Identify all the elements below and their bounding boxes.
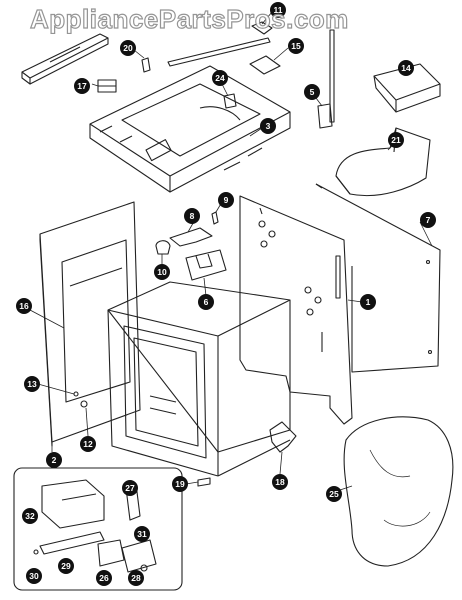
washer-part-12 (80, 400, 88, 408)
inset-box (13, 467, 183, 591)
callout-30[interactable]: 30 (26, 568, 42, 584)
callout-21[interactable]: 21 (388, 132, 404, 148)
svg-text:6: 6 (204, 297, 209, 307)
svg-text:13: 13 (27, 379, 37, 389)
callout-26[interactable]: 26 (96, 570, 112, 586)
svg-text:29: 29 (61, 561, 71, 571)
svg-text:21: 21 (391, 135, 401, 145)
watermark: AppliancePartsPros.com (29, 3, 349, 34)
screw-part-9 (211, 211, 219, 225)
callout-27[interactable]: 27 (122, 480, 138, 496)
callout-2[interactable]: 2 (46, 452, 62, 468)
callout-11[interactable]: 11 (270, 2, 286, 18)
callout-12[interactable]: 12 (80, 436, 96, 452)
duct-part-21 (335, 127, 431, 197)
valve-part-5 (317, 29, 335, 129)
svg-text:1: 1 (366, 297, 371, 307)
svg-text:8: 8 (190, 211, 195, 221)
svg-text:10: 10 (157, 267, 167, 277)
callout-28[interactable]: 28 (128, 570, 144, 586)
callout-13[interactable]: 13 (24, 376, 40, 392)
svg-text:32: 32 (25, 511, 35, 521)
callout-29[interactable]: 29 (58, 558, 74, 574)
svg-text:19: 19 (175, 479, 185, 489)
callout-9[interactable]: 9 (218, 192, 234, 208)
svg-text:14: 14 (401, 63, 411, 73)
callout-20[interactable]: 20 (120, 40, 136, 56)
callout-1[interactable]: 1 (360, 294, 376, 310)
screw-part-19 (197, 477, 211, 487)
svg-text:16: 16 (19, 301, 29, 311)
callout-10[interactable]: 10 (154, 264, 170, 280)
plate-part-15 (249, 55, 281, 75)
svg-text:12: 12 (83, 439, 93, 449)
door-frame (39, 201, 141, 447)
svg-text:3: 3 (266, 121, 271, 131)
callout-5[interactable]: 5 (304, 84, 320, 100)
callout-19[interactable]: 19 (172, 476, 188, 492)
back-panel (315, 183, 441, 373)
bracket-part-8 (169, 227, 213, 247)
svg-text:24: 24 (215, 73, 225, 83)
svg-text:7: 7 (426, 215, 431, 225)
bracket-part-6 (185, 249, 227, 281)
insulation-part-25 (343, 416, 454, 567)
svg-text:27: 27 (125, 483, 135, 493)
svg-text:9: 9 (224, 195, 229, 205)
svg-text:31: 31 (137, 529, 147, 539)
callout-24[interactable]: 24 (212, 70, 228, 86)
svg-text:17: 17 (77, 81, 87, 91)
svg-text:26: 26 (99, 573, 109, 583)
clip-part-20 (141, 57, 151, 73)
oven-cavity (107, 281, 291, 477)
svg-text:28: 28 (131, 573, 141, 583)
rod (167, 37, 271, 67)
clip-part-11 (251, 21, 273, 35)
svg-text:15: 15 (291, 41, 301, 51)
callout-31[interactable]: 31 (134, 526, 150, 542)
burner-box (89, 65, 291, 193)
screw-part-13 (73, 391, 79, 397)
callout-7[interactable]: 7 (420, 212, 436, 228)
svg-text:20: 20 (123, 43, 133, 53)
callout-6[interactable]: 6 (198, 294, 214, 310)
callout-16[interactable]: 16 (16, 298, 32, 314)
callout-17[interactable]: 17 (74, 78, 90, 94)
switch-part-17 (97, 79, 117, 93)
svg-text:18: 18 (275, 477, 285, 487)
callout-3[interactable]: 3 (260, 118, 276, 134)
callout-25[interactable]: 25 (326, 486, 342, 502)
knob-part-10 (155, 240, 171, 255)
hinge-part-18 (269, 421, 297, 453)
svg-text:30: 30 (29, 571, 39, 581)
callout-32[interactable]: 32 (22, 508, 38, 524)
callout-14[interactable]: 14 (398, 60, 414, 76)
clip-part-24 (223, 93, 237, 109)
svg-text:25: 25 (329, 489, 339, 499)
side-panel (239, 195, 353, 425)
leader-lines (29, 11, 433, 491)
svg-text:5: 5 (310, 87, 315, 97)
callouts: 11 20 15 17 24 5 14 3 21 7 9 8 10 6 1 16… (16, 2, 436, 586)
callout-8[interactable]: 8 (184, 208, 200, 224)
callout-15[interactable]: 15 (288, 38, 304, 54)
svg-text:11: 11 (274, 5, 283, 15)
callout-18[interactable]: 18 (272, 474, 288, 490)
svg-text:2: 2 (52, 455, 57, 465)
top-rail (21, 33, 109, 85)
